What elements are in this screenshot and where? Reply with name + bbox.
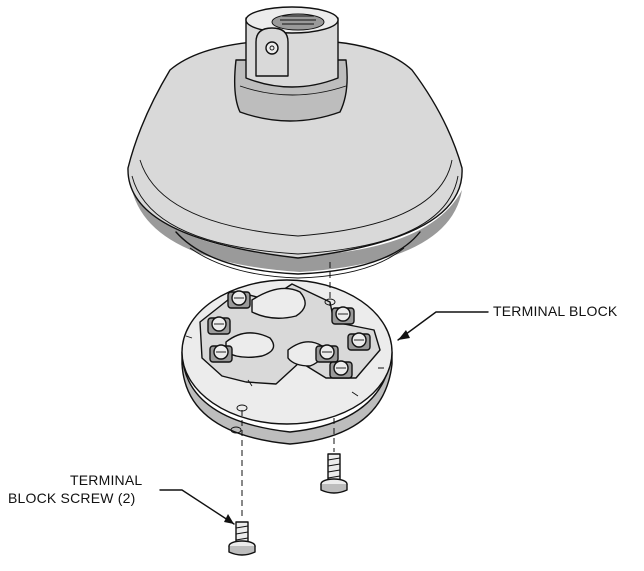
terminal-block-icon: [181, 279, 393, 445]
leader-lines: [159, 311, 489, 525]
terminal-block-screw-label-line1: TERMINAL: [70, 472, 143, 488]
terminal-block-label: TERMINAL BLOCK: [493, 303, 618, 319]
terminal-block-screw-left: [228, 521, 256, 556]
alignment-lines: [241, 262, 335, 520]
terminal-screw-1: [227, 290, 251, 309]
terminal-screw-5: [347, 332, 371, 351]
terminal-block-screw-right: [320, 453, 348, 494]
terminal-screw-2: [207, 316, 231, 335]
screw-icon: [228, 453, 348, 556]
terminal-screw-6: [315, 344, 339, 363]
terminal-block-screw-label-line2: BLOCK SCREW (2): [8, 490, 136, 506]
sensor-housing-icon: [127, 6, 463, 279]
terminal-screw-4: [331, 306, 355, 325]
terminal-screw-3: [209, 344, 233, 363]
terminal-screw-7: [329, 360, 353, 379]
